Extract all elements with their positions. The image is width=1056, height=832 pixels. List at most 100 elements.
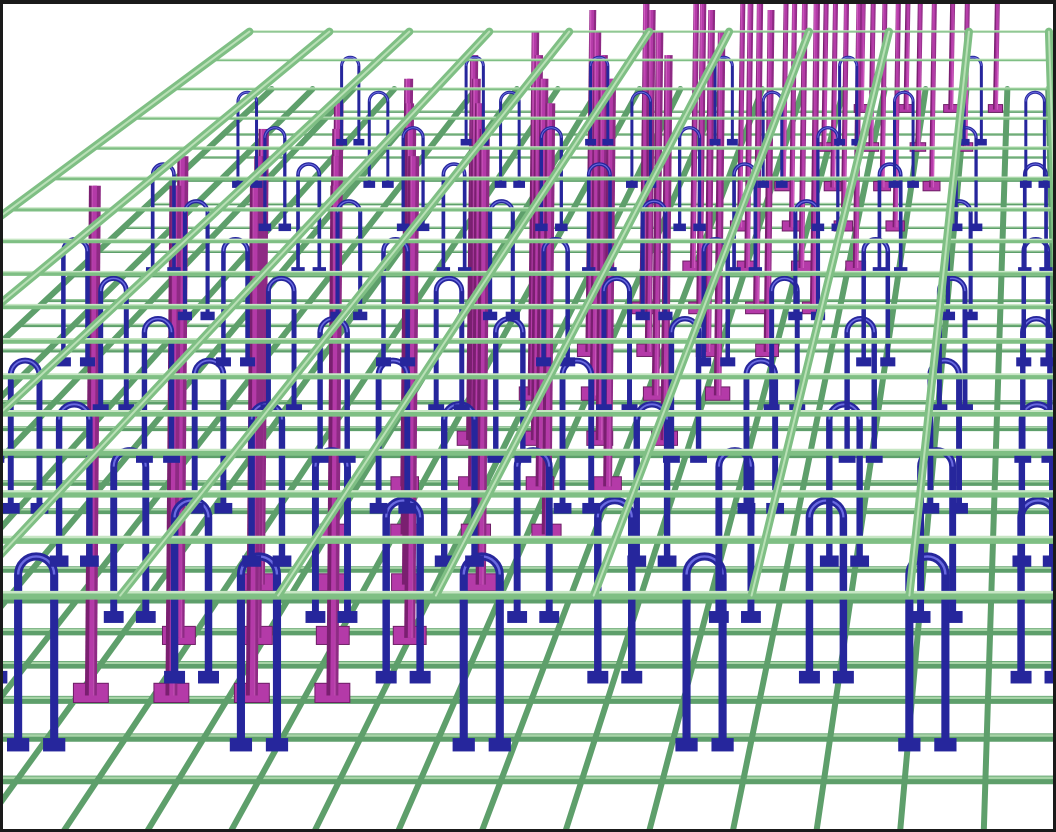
hook-foot [635,311,650,321]
u-hook-highlight [590,56,609,66]
vertical-stud-core [994,4,999,110]
hook-foot [80,555,99,567]
vertical-stud-core [905,4,909,110]
hook-foot [272,555,292,567]
vertical-stud-core [716,32,723,396]
hook-foot [963,311,978,321]
vertical-stud-core [831,4,837,188]
hook-foot [1038,180,1051,188]
u-hook-highlight [603,277,631,292]
hook-foot [305,611,326,623]
vertical-stud-core [592,32,599,396]
top-bar-longitudinal-highlight [908,30,970,597]
hook-foot [330,311,345,321]
u-hook-highlight [237,91,258,102]
hook-foot [950,502,968,514]
hook-foot [832,670,854,684]
hook-foot [693,223,706,232]
bottom-bar-longitudinal [312,86,684,829]
hook-foot [560,357,576,367]
top-bar-longitudinal-highlight [3,30,251,216]
hook-foot [7,738,30,752]
bottom-bar-longitudinal [3,86,357,461]
hook-foot [850,555,870,567]
vertical-stud-core [654,32,661,396]
hook-foot [1010,670,1032,684]
u-hook-highlight [16,555,56,575]
hook-foot [940,311,956,321]
hook-foot [834,138,846,146]
hook-foot [757,180,770,188]
hook-foot [658,311,673,321]
hook-foot [1019,180,1032,188]
vertical-stud-core [949,4,954,110]
hook-foot [942,611,963,623]
hook-foot [1040,357,1053,367]
hook-foot [79,357,96,367]
u-hook-highlight [442,163,466,175]
u-hook-chair [1024,90,1046,185]
hook-foot [215,357,231,367]
hook-foot [555,223,568,232]
bottom-bar-longitudinal [563,86,806,829]
hook-foot [242,555,262,567]
hook-foot [708,611,729,623]
hook-foot [880,357,896,367]
hook-foot [465,555,484,567]
hook-foot [741,611,761,623]
hook-foot [788,311,803,321]
hook-foot [1044,670,1053,684]
top-bar-longitudinal-highlight [277,30,651,597]
hook-foot [240,357,256,367]
bottom-bar-longitudinal [813,86,929,829]
u-hook-highlight [588,163,611,175]
hook-foot [1012,555,1032,567]
top-bar-longitudinal-highlight [3,30,491,554]
hook-foot [775,180,788,188]
u-hook-highlight [878,163,902,175]
u-hook-highlight [631,91,651,102]
hook-foot [921,502,940,514]
hook-foot [709,138,721,146]
vertical-stud-core [860,4,865,110]
hook-foot [621,670,643,684]
hook-foot [494,180,507,188]
u-hook-highlight [435,277,463,292]
hook-foot [409,670,431,684]
hook-foot [43,738,66,752]
hook-foot [811,223,825,232]
hook-foot [505,311,520,321]
hook-foot [969,223,983,232]
vertical-stud-core [917,4,922,149]
top-bar-longitudinal-highlight [1047,30,1053,189]
hook-foot [856,357,872,367]
top-bar-longitudinal-highlight [434,30,731,597]
hook-foot [375,357,392,367]
hook-foot [851,138,863,146]
hook-foot [958,138,970,146]
u-hook-highlight [402,127,424,138]
hook-foot [177,311,193,321]
hook-foot [711,738,734,752]
hook-foot [737,502,756,514]
hook-foot [539,611,560,623]
hook-foot [3,502,20,514]
hook-foot [975,138,987,146]
u-hook-highlight [540,127,562,138]
u-hook-highlight [894,91,914,102]
rebar-3d-render [3,4,1053,829]
hook-foot [819,555,839,567]
hook-foot [396,223,410,232]
hook-foot [398,502,417,514]
hook-foot [585,138,597,146]
vertical-stud-core [822,4,828,149]
u-hook-highlight [1025,91,1045,102]
u-hook-highlight [9,359,41,375]
bottom-bar-longitudinal [479,86,766,829]
u-hook-highlight [264,127,286,138]
hook-foot [726,138,738,146]
u-hook-highlight [99,277,128,292]
hook-foot [898,738,921,752]
top-bar-longitudinal-highlight [3,30,331,303]
top-bar-longitudinal-highlight [119,30,571,597]
